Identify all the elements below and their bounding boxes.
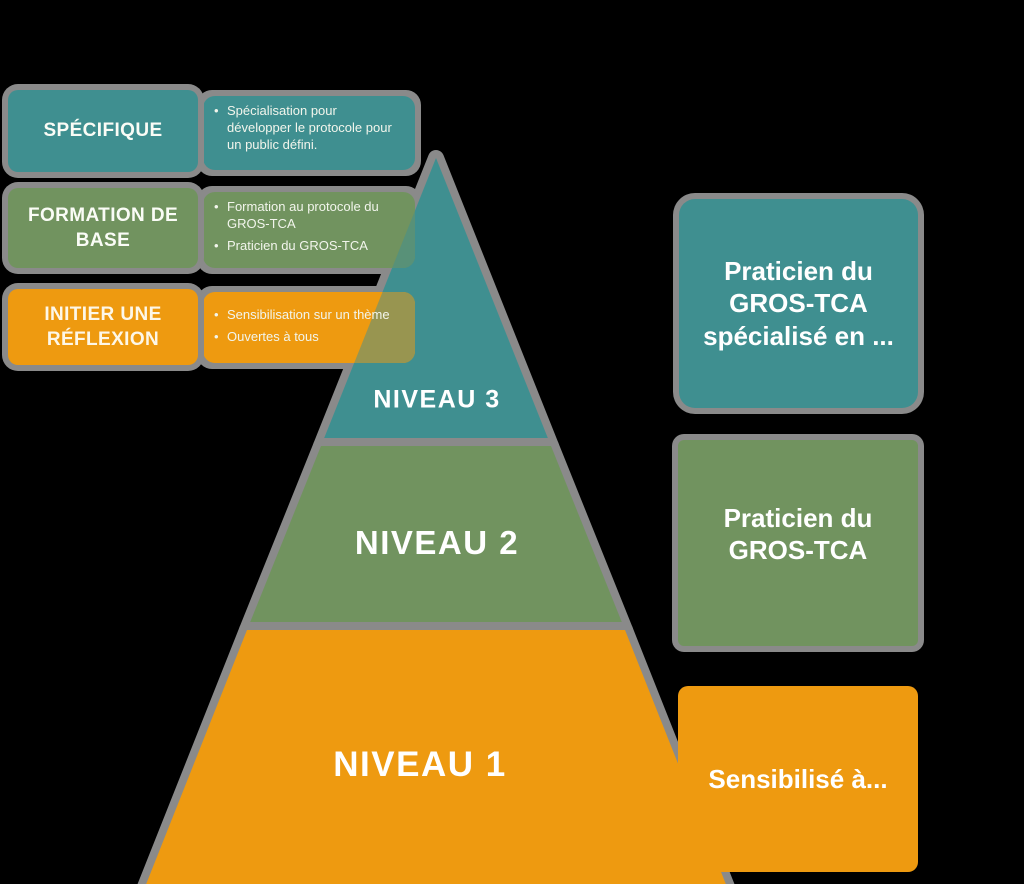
bullet-glyph: • xyxy=(214,328,219,344)
result-box-level-2-text: Praticien du GROS-TCA xyxy=(723,502,873,566)
label-reflexion-text: INITIER UNE RÉFLEXION xyxy=(44,303,162,350)
desc-item: • Spécialisation pour développer le prot… xyxy=(214,103,404,154)
label-box-specifique: SPÉCIFIQUE xyxy=(8,90,198,172)
desc-list-formation: • Formation au protocole du GROS-TCA • P… xyxy=(214,199,406,260)
desc-item: • Sensibilisation sur un thème xyxy=(214,307,408,324)
label-specifique-text: SPÉCIFIQUE xyxy=(43,120,163,142)
pyramid-level-1-shape xyxy=(137,622,735,884)
desc-item-text: Praticien du GROS-TCA xyxy=(227,237,368,253)
desc-box-formation xyxy=(203,192,415,268)
desc-item-text: Spécialisation pour développer le protoc… xyxy=(227,103,392,152)
pyramid xyxy=(137,150,735,884)
desc-list-specifique: • Spécialisation pour développer le prot… xyxy=(214,103,404,159)
bullet-glyph: • xyxy=(214,103,219,118)
pyramid-level-3-label: NIVEAU 3 xyxy=(373,385,501,414)
desc-item: • Praticien du GROS-TCA xyxy=(214,238,406,255)
pyramid-level-2-label: NIVEAU 2 xyxy=(354,524,520,561)
description-boxes xyxy=(203,96,415,363)
pyramid-level-1-label: NIVEAU 1 xyxy=(333,745,507,784)
result-box-level-2: Praticien du GROS-TCA xyxy=(678,440,918,646)
label-box-reflexion: INITIER UNE RÉFLEXION xyxy=(8,289,198,365)
desc-item: • Formation au protocole du GROS-TCA xyxy=(214,199,406,233)
desc-item-text: Sensibilisation sur un thème xyxy=(227,307,390,322)
label-formation-text: FORMATION DE BASE xyxy=(27,204,179,251)
bullet-glyph: • xyxy=(214,199,219,214)
bullet-glyph: • xyxy=(214,307,219,322)
result-box-level-1-text: Sensibilisé à... xyxy=(708,763,888,794)
bullet-glyph: • xyxy=(214,237,219,253)
result-box-level-3-text: Praticien du GROS-TCA spécialisé en ... xyxy=(703,255,894,351)
result-box-level-1: Sensibilisé à... xyxy=(678,686,918,872)
desc-item-text: Ouvertes à tous xyxy=(227,328,319,344)
desc-list-reflexion: • Sensibilisation sur un thème • Ouverte… xyxy=(214,307,408,351)
desc-item: • Ouvertes à tous xyxy=(214,329,408,346)
desc-box-specifique xyxy=(203,96,415,170)
desc-item-text: Formation au protocole du GROS-TCA xyxy=(227,199,379,231)
result-box-level-3: Praticien du GROS-TCA spécialisé en ... xyxy=(679,199,918,408)
label-box-formation: FORMATION DE BASE xyxy=(8,188,198,268)
